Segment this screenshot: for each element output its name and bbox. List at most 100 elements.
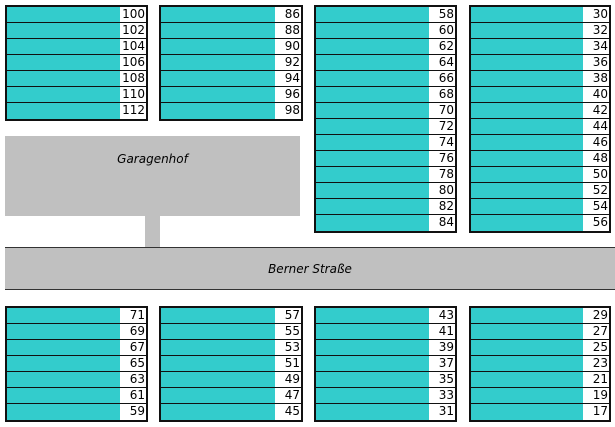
garage-row: 70 <box>316 103 455 119</box>
garage-fill <box>471 183 583 198</box>
garage-row: 38 <box>471 71 609 87</box>
garage-number: 33 <box>429 388 455 403</box>
garage-number: 70 <box>429 103 455 118</box>
garage-fill <box>7 71 120 86</box>
garage-fill <box>161 71 275 86</box>
garage-number: 43 <box>429 308 455 323</box>
garage-row: 61 <box>7 388 146 404</box>
garage-fill <box>7 39 120 54</box>
garage-fill <box>471 151 583 166</box>
garage-number: 108 <box>120 71 146 86</box>
garage-fill <box>471 135 583 150</box>
garage-fill <box>316 23 429 38</box>
garage-row: 49 <box>161 372 301 388</box>
garage-fill <box>316 356 429 371</box>
garage-row: 30 <box>471 7 609 23</box>
garage-row: 98 <box>161 103 301 119</box>
garage-row: 78 <box>316 167 455 183</box>
garage-number: 65 <box>120 356 146 371</box>
garage-row: 68 <box>316 87 455 103</box>
garage-fill <box>471 308 583 323</box>
garage-number: 37 <box>429 356 455 371</box>
garage-fill <box>161 308 275 323</box>
garage-fill <box>316 71 429 86</box>
garage-row: 108 <box>7 71 146 87</box>
garage-number: 57 <box>275 308 301 323</box>
garage-fill <box>471 39 583 54</box>
garage-number: 112 <box>120 103 146 119</box>
garage-fill <box>471 87 583 102</box>
garage-fill <box>7 308 120 323</box>
garage-number: 27 <box>583 324 609 339</box>
garage-fill <box>7 324 120 339</box>
street-berner-strasse: Berner Straße <box>5 247 615 290</box>
garage-row: 96 <box>161 87 301 103</box>
garage-row: 51 <box>161 356 301 372</box>
garage-number: 36 <box>583 55 609 70</box>
garage-number: 48 <box>583 151 609 166</box>
garage-fill <box>7 404 120 420</box>
garage-number: 58 <box>429 7 455 22</box>
garage-number: 67 <box>120 340 146 355</box>
garage-row: 62 <box>316 39 455 55</box>
garage-fill <box>161 7 275 22</box>
garage-number: 72 <box>429 119 455 134</box>
garage-number: 42 <box>583 103 609 118</box>
garage-number: 49 <box>275 372 301 387</box>
garage-row: 92 <box>161 55 301 71</box>
garage-row: 71 <box>7 308 146 324</box>
garage-number: 110 <box>120 87 146 102</box>
garage-row: 39 <box>316 340 455 356</box>
garage-number: 86 <box>275 7 301 22</box>
garage-fill <box>316 404 429 420</box>
garagenhof-area: Garagenhof <box>5 136 300 216</box>
garage-number: 98 <box>275 103 301 119</box>
garage-fill <box>161 372 275 387</box>
garage-row: 40 <box>471 87 609 103</box>
garage-row: 74 <box>316 135 455 151</box>
garage-number: 76 <box>429 151 455 166</box>
garage-number: 90 <box>275 39 301 54</box>
garage-fill <box>161 404 275 420</box>
garage-number: 60 <box>429 23 455 38</box>
garage-number: 40 <box>583 87 609 102</box>
garage-number: 29 <box>583 308 609 323</box>
garage-number: 62 <box>429 39 455 54</box>
garagenhof-label: Garagenhof <box>117 152 188 166</box>
garage-number: 52 <box>583 183 609 198</box>
garage-fill <box>316 388 429 403</box>
garage-row: 25 <box>471 340 609 356</box>
garage-number: 61 <box>120 388 146 403</box>
garage-row: 65 <box>7 356 146 372</box>
garage-fill <box>471 103 583 118</box>
garage-row: 69 <box>7 324 146 340</box>
garage-row: 59 <box>7 404 146 420</box>
garage-row: 66 <box>316 71 455 87</box>
garage-number: 23 <box>583 356 609 371</box>
garage-number: 69 <box>120 324 146 339</box>
garage-fill <box>316 103 429 118</box>
garage-row: 19 <box>471 388 609 404</box>
garage-fill <box>316 87 429 102</box>
garage-number: 54 <box>583 199 609 214</box>
garage-fill <box>161 55 275 70</box>
garage-number: 39 <box>429 340 455 355</box>
garage-fill <box>316 308 429 323</box>
garage-fill <box>7 372 120 387</box>
garage-fill <box>471 372 583 387</box>
garage-row: 44 <box>471 119 609 135</box>
garage-row: 84 <box>316 215 455 231</box>
garage-row: 67 <box>7 340 146 356</box>
garage-number: 74 <box>429 135 455 150</box>
garage-row: 31 <box>316 404 455 420</box>
garage-fill <box>471 119 583 134</box>
garage-fill <box>316 340 429 355</box>
garage-row: 47 <box>161 388 301 404</box>
garage-number: 32 <box>583 23 609 38</box>
garage-fill <box>316 39 429 54</box>
garage-fill <box>316 119 429 134</box>
garage-row: 86 <box>161 7 301 23</box>
garage-row: 55 <box>161 324 301 340</box>
